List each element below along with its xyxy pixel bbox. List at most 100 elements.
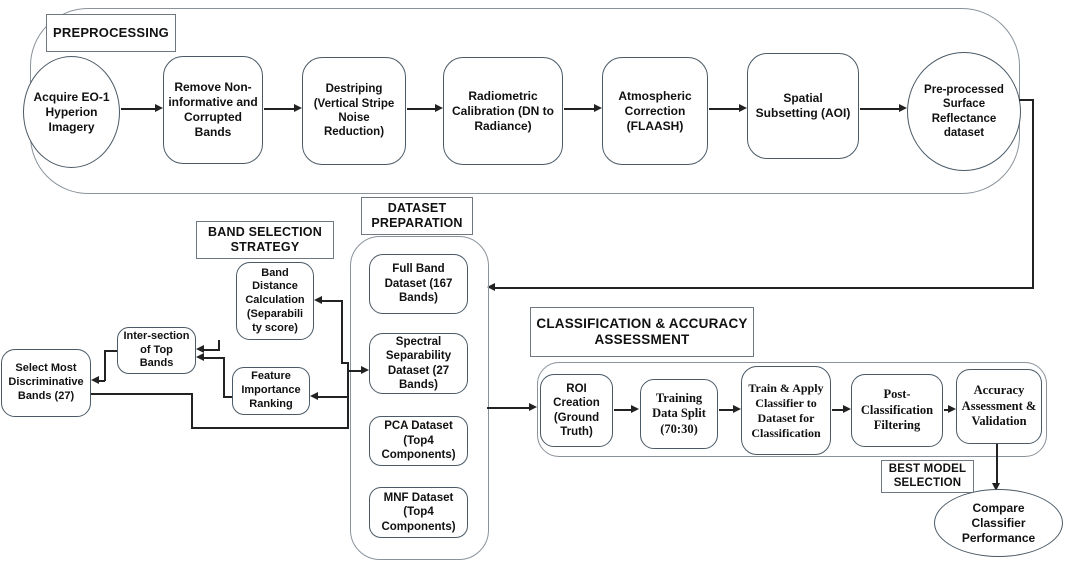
arrowhead-right-icon	[948, 405, 956, 413]
flow-arrow-line	[709, 108, 740, 110]
atmospheric-correction-node: Atmospheric Correction (FLAASH)	[602, 57, 708, 165]
classification-group	[537, 362, 1047, 457]
destriping-label: Destriping (Vertical Stripe Noise Reduct…	[313, 83, 395, 139]
arrowhead-right-icon	[155, 104, 163, 112]
full-band-dataset-node: Full Band Dataset (167 Bands)	[369, 254, 468, 314]
accuracy-assessment-node: Accuracy Assessment & Validation	[956, 369, 1042, 444]
mnf-dataset-label: MNF Dataset (Top4 Components)	[381, 491, 456, 533]
best-model-section-label: BEST MODEL SELECTION	[881, 460, 974, 493]
post-classification-filtering-label: Post-Classification Filtering	[860, 387, 934, 433]
flow-arrow-line	[121, 108, 157, 110]
arrowhead-right-icon	[529, 403, 537, 411]
compare-performance-label: Compare Classifier Performance	[961, 500, 1036, 545]
roi-creation-node: ROI Creation (Ground Truth)	[540, 374, 613, 447]
atmospheric-correction-label: Atmospheric Correction (FLAASH)	[618, 88, 692, 133]
arrowhead-down-icon	[992, 483, 1000, 491]
spatial-subsetting-node: Spatial Subsetting (AOI)	[747, 53, 859, 159]
connector-line	[104, 350, 106, 381]
preprocessing-section-label-text: PREPROCESSING	[52, 25, 169, 41]
spectral-separability-dataset-node: Spectral Separability Dataset (27 Bands)	[369, 333, 468, 394]
connector-line	[191, 427, 349, 429]
feature-importance-node: Feature Importance Ranking	[232, 367, 310, 415]
select-discriminative-bands-node: Select Most Discriminative Bands (27)	[1, 349, 91, 417]
arrowhead-left-icon	[196, 345, 204, 353]
full-band-dataset-label: Full Band Dataset (167 Bands)	[384, 263, 453, 305]
radiometric-calibration-node: Radiometric Calibration (DN to Radiance)	[443, 57, 563, 165]
arrowhead-right-icon	[361, 366, 369, 374]
training-data-split-label: Training Data Split (70:30)	[652, 390, 706, 436]
connector-line	[223, 396, 232, 398]
roi-creation-label: ROI Creation (Ground Truth)	[553, 382, 600, 438]
flow-arrow-line	[564, 108, 595, 110]
spatial-subsetting-label: Spatial Subsetting (AOI)	[755, 91, 851, 120]
arrowhead-right-icon	[294, 104, 302, 112]
train-apply-classifier-label: Train & Apply Classifier to Dataset for …	[748, 380, 824, 440]
intersection-top-bands-node: Inter-section of Top Bands	[117, 327, 196, 374]
flow-arrow-line	[614, 409, 632, 411]
connector-line	[223, 357, 225, 398]
spectral-separability-dataset-label: Spectral Separability Dataset (27 Bands)	[385, 335, 452, 391]
band-distance-node: Band Distance Calculation (Separabili ty…	[236, 262, 314, 340]
connector-line	[1032, 99, 1034, 289]
arrowhead-right-icon	[594, 104, 602, 112]
flow-arrow-line	[407, 108, 436, 110]
connector-line	[349, 370, 363, 372]
band-selection-section-label: BAND SELECTION STRATEGY	[196, 221, 334, 259]
band-selection-section-label-text: BAND SELECTION STRATEGY	[208, 225, 322, 254]
feature-importance-label: Feature Importance Ranking	[241, 370, 301, 410]
arrowhead-left-icon	[314, 296, 322, 304]
dataset-preparation-section-label-text: DATASET PREPARATION	[371, 201, 463, 230]
connector-line	[347, 362, 349, 429]
destriping-node: Destriping (Vertical Stripe Noise Reduct…	[302, 57, 406, 165]
arrowhead-right-icon	[733, 405, 741, 413]
classification-section-label: CLASSIFICATION & ACCURACY ASSESSMENT	[530, 307, 754, 357]
arrowhead-right-icon	[899, 104, 907, 112]
dataset-preparation-section-label: DATASET PREPARATION	[361, 197, 473, 235]
arrowhead-left-icon	[91, 376, 99, 384]
pca-dataset-label: PCA Dataset (Top4 Components)	[381, 420, 456, 462]
acquire-imagery-label: Acquire EO-1 Hyperion Imagery	[33, 89, 110, 134]
arrowhead-right-icon	[739, 104, 747, 112]
arrowhead-left-icon	[487, 283, 495, 291]
classification-section-label-text: CLASSIFICATION & ACCURACY ASSESSMENT	[536, 315, 748, 347]
best-model-section-label-text: BEST MODEL SELECTION	[888, 462, 967, 489]
remove-bands-label: Remove Non-informative and Corrupted Ban…	[168, 80, 258, 139]
connector-line	[218, 340, 220, 351]
connector-line	[341, 301, 343, 363]
connector-line	[97, 380, 105, 382]
pca-dataset-node: PCA Dataset (Top4 Components)	[369, 416, 468, 466]
post-classification-filtering-node: Post-Classification Filtering	[851, 374, 943, 447]
radiometric-calibration-label: Radiometric Calibration (DN to Radiance)	[452, 88, 554, 133]
band-distance-label: Band Distance Calculation (Separabili ty…	[245, 266, 305, 334]
accuracy-assessment-label: Accuracy Assessment & Validation	[961, 383, 1037, 429]
arrowhead-right-icon	[843, 405, 851, 413]
preprocessed-dataset-label: Pre-processed Surface Reflectance datase…	[924, 83, 1004, 139]
arrowhead-left-icon	[310, 392, 318, 400]
flow-arrow-line	[944, 409, 950, 411]
preprocessed-dataset-node: Pre-processed Surface Reflectance datase…	[907, 52, 1021, 171]
connector-line	[320, 300, 343, 302]
remove-bands-node: Remove Non-informative and Corrupted Ban…	[163, 56, 263, 164]
train-apply-classifier-node: Train & Apply Classifier to Dataset for …	[741, 366, 831, 455]
intersection-top-bands-label: Inter-section of Top Bands	[123, 329, 190, 370]
connector-line	[316, 396, 349, 398]
connector-line	[191, 393, 193, 429]
connector-line	[202, 357, 224, 359]
dataset-preparation-group	[350, 236, 489, 560]
acquire-imagery-node: Acquire EO-1 Hyperion Imagery	[23, 56, 120, 168]
connector-line	[91, 393, 193, 395]
connector-line	[1019, 99, 1034, 101]
connector-line	[487, 407, 530, 409]
arrowhead-left-icon	[196, 353, 204, 361]
connector-line	[202, 349, 220, 351]
flow-arrow-line	[832, 409, 844, 411]
flow-arrow-line	[719, 409, 734, 411]
connector-line	[341, 362, 349, 364]
compare-performance-node: Compare Classifier Performance	[934, 489, 1063, 557]
flow-arrow-line	[264, 108, 297, 110]
connector-line	[495, 287, 1034, 289]
mnf-dataset-node: MNF Dataset (Top4 Components)	[369, 487, 468, 538]
connector-line	[104, 350, 117, 352]
arrowhead-right-icon	[631, 405, 639, 413]
